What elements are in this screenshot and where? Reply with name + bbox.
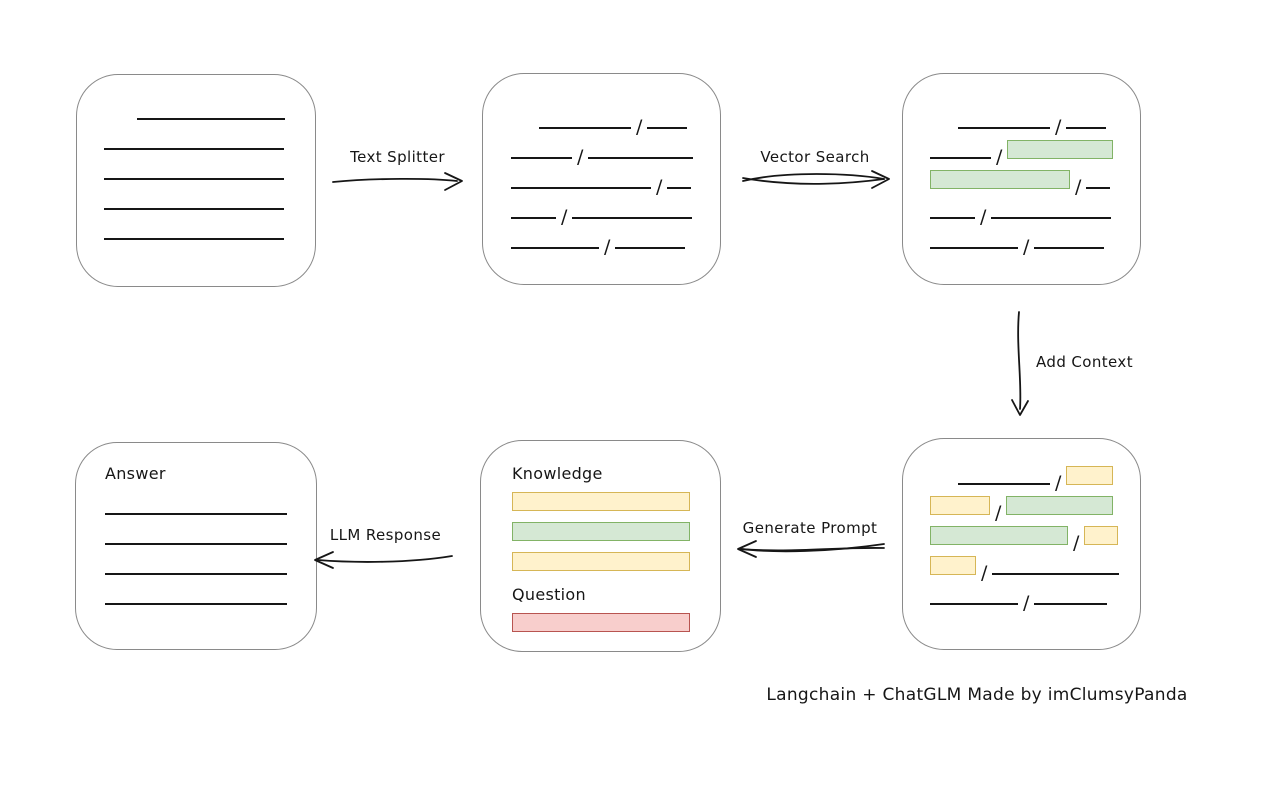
text-line	[930, 157, 991, 159]
document-box	[76, 74, 316, 287]
text-line	[511, 187, 651, 189]
text-line	[137, 118, 285, 120]
diagram-caption: Langchain + ChatGLM Made by imClumsyPand…	[766, 685, 1188, 705]
slash-separator: /	[604, 236, 611, 258]
text-line	[105, 603, 287, 605]
add-context-label: Add Context	[1036, 353, 1133, 371]
question-label: Question	[512, 585, 586, 604]
green-chunk	[930, 170, 1070, 189]
answer-lines	[105, 513, 287, 633]
slash-separator: /	[995, 502, 1002, 524]
text-line	[647, 127, 688, 129]
chunk-row: /	[930, 129, 1114, 167]
chunk-row: /	[930, 455, 1119, 493]
text-line	[667, 187, 692, 189]
chunk-row: /	[930, 189, 1113, 227]
text-line	[992, 573, 1120, 575]
text-line	[958, 483, 1050, 485]
slash-separator: /	[996, 146, 1003, 168]
green-chunk	[1007, 140, 1114, 159]
text-line	[511, 157, 572, 159]
yellow-chunk	[930, 556, 976, 575]
chunk-row: /	[930, 99, 1113, 137]
slash-separator: /	[1023, 592, 1030, 614]
text-line	[1086, 187, 1111, 189]
knowledge-bars	[512, 492, 690, 582]
llm-response-arrow	[314, 551, 453, 569]
yellow-bar	[512, 492, 690, 511]
chunk-row: /	[511, 189, 693, 227]
split-chunks-box	[482, 73, 721, 285]
slash-separator: /	[656, 176, 663, 198]
text-line	[1066, 127, 1107, 129]
text-line	[104, 148, 284, 150]
add-context-arrow	[1011, 311, 1029, 416]
text-line	[105, 543, 287, 545]
chunk-row: /	[930, 545, 1120, 583]
green-chunk	[1006, 496, 1114, 515]
slash-separator: /	[636, 116, 643, 138]
yellow-chunk	[1066, 466, 1114, 485]
slash-separator: /	[981, 562, 988, 584]
text-line	[958, 127, 1050, 129]
slash-separator: /	[1073, 532, 1080, 554]
text-line	[572, 217, 693, 219]
chunk-row: /	[511, 129, 694, 167]
chunk-row: /	[930, 219, 1113, 257]
chunk-row: /	[930, 575, 1119, 613]
text-line	[539, 127, 631, 129]
slash-separator: /	[980, 206, 987, 228]
yellow-bar	[512, 552, 690, 571]
chunk-row: /	[930, 515, 1119, 553]
slash-separator: /	[577, 146, 584, 168]
slash-separator: /	[1055, 116, 1062, 138]
llm-response-label: LLM Response	[329, 526, 442, 544]
slash-separator: /	[1075, 176, 1082, 198]
text-splitter-label: Text Splitter	[350, 148, 445, 166]
text-line	[105, 573, 287, 575]
chunk-row: /	[511, 159, 693, 197]
text-line	[104, 208, 284, 210]
split-chunks-rows: / / / / /	[511, 99, 694, 257]
question-bars	[512, 613, 690, 643]
green-chunk	[930, 526, 1068, 545]
generate-prompt-label: Generate Prompt	[742, 519, 878, 537]
text-line	[104, 238, 284, 240]
generate-prompt-arrow	[737, 540, 885, 558]
vector-search-arrow	[742, 170, 890, 189]
document-lines	[104, 118, 285, 268]
text-line	[104, 178, 284, 180]
knowledge-label: Knowledge	[512, 464, 603, 483]
text-splitter-arrow	[332, 172, 463, 191]
text-line	[615, 247, 686, 249]
chunk-row: /	[511, 219, 693, 257]
text-line	[1034, 247, 1105, 249]
text-line	[930, 217, 975, 219]
chunk-row: /	[511, 99, 693, 137]
text-line	[1034, 603, 1108, 605]
answer-label: Answer	[105, 464, 166, 483]
text-line	[930, 247, 1018, 249]
vector-search-result-rows: / / / / /	[930, 99, 1114, 257]
yellow-chunk	[1084, 526, 1119, 545]
context-rows: / / / / /	[930, 455, 1120, 613]
answer-box	[75, 442, 317, 650]
chunk-row: /	[930, 485, 1119, 523]
text-line	[105, 513, 287, 515]
slash-separator: /	[1023, 236, 1030, 258]
yellow-chunk	[930, 496, 990, 515]
slash-separator: /	[561, 206, 568, 228]
text-line	[588, 157, 694, 159]
vector-search-label: Vector Search	[760, 148, 870, 166]
chunk-row: /	[930, 159, 1113, 197]
red-bar	[512, 613, 690, 632]
text-line	[511, 217, 556, 219]
text-line	[991, 217, 1112, 219]
text-line	[930, 603, 1018, 605]
text-line	[511, 247, 599, 249]
slash-separator: /	[1055, 472, 1062, 494]
green-bar	[512, 522, 690, 541]
